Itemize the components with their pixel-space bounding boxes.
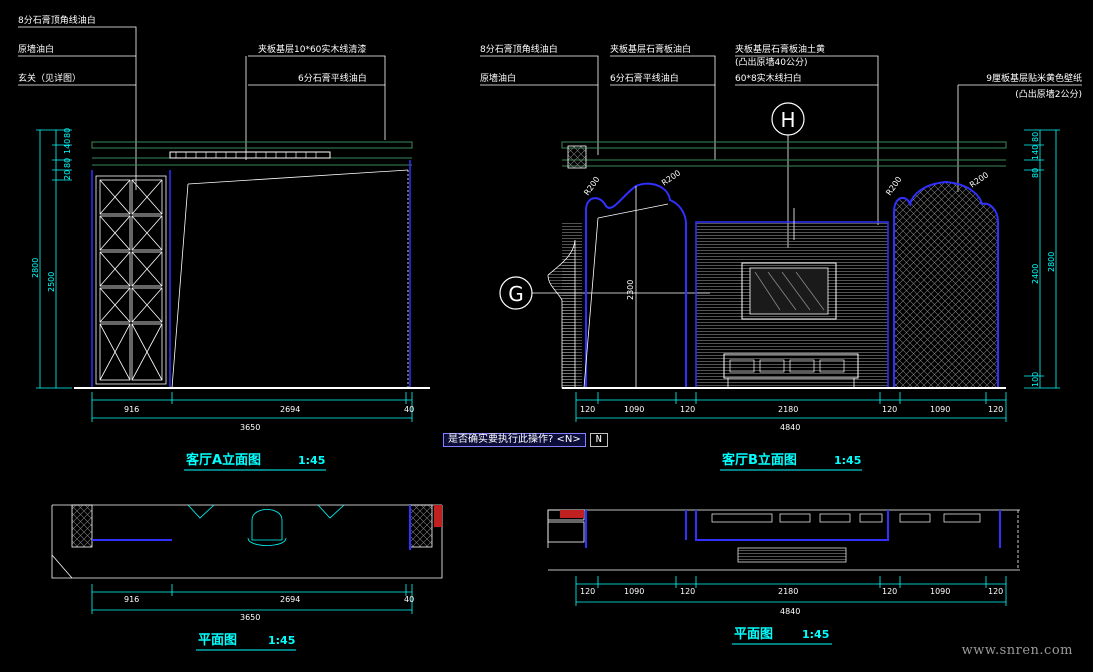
dim-plan-b-total: 4840	[780, 607, 800, 616]
dim-b-bottom-total: 4840	[780, 423, 800, 432]
prompt-question: 是否确实要执行此操作? <N>	[443, 433, 586, 447]
prompt-input[interactable]: N	[589, 433, 608, 447]
marker-g-label: G	[508, 282, 524, 306]
left-arch	[585, 182, 687, 389]
dim-plan-b-7: 120	[988, 587, 1003, 596]
dim-b-height: 2300	[626, 280, 635, 300]
title-a-scale: 1:45	[298, 454, 325, 467]
dim-b-bottom-7: 120	[988, 405, 1003, 414]
dim-b-right-3: 80	[1031, 168, 1040, 178]
dim-b-right-4: 2400	[1031, 264, 1040, 284]
dim-a-bottom-1: 916	[124, 405, 139, 414]
dim-plan-a-total: 3650	[240, 613, 260, 622]
title-b: 客厅B立面图	[722, 452, 797, 468]
dim-a-left-5: 2800	[31, 258, 40, 278]
annotation-a1: 8分石膏顶角线油白	[18, 14, 96, 26]
dim-a-left-1: 80	[63, 128, 72, 138]
watermark: www.snren.com	[961, 643, 1073, 658]
annotation-a3: 玄关（见详图）	[18, 72, 81, 84]
dim-b-right-2: 140	[1031, 145, 1040, 160]
title-plan-a: 平面图	[198, 633, 237, 648]
dim-plan-b-3: 120	[680, 587, 695, 596]
dim-a-bottom-3: 40	[404, 405, 414, 414]
annotation-a2: 原墙油白	[18, 43, 54, 55]
elevation-b: 8分石膏顶角线油白 原墙油白 夹板基层石膏板油白 6分石膏平线油白 夹板基层石膏…	[480, 43, 1082, 471]
title-plan-b-scale: 1:45	[802, 628, 829, 641]
dim-b-bottom-4: 2180	[778, 405, 798, 414]
title-plan-b: 平面图	[734, 627, 773, 642]
dim-a-left-3: 80	[63, 158, 72, 168]
dim-a-left-6: 2500	[47, 272, 56, 292]
dim-a-left-4: 20	[63, 170, 72, 180]
dim-b-bottom-3: 120	[680, 405, 695, 414]
dim-plan-b-5: 120	[882, 587, 897, 596]
annotation-a5: 6分石膏平线油白	[298, 72, 367, 84]
annotation-b8: 9厘板基层贴米黄色壁纸	[986, 72, 1082, 84]
dim-plan-b-4: 2180	[778, 587, 798, 596]
dim-plan-b-2: 1090	[624, 587, 644, 596]
dim-b-bottom-2: 1090	[624, 405, 644, 414]
annotation-b9: (凸出原墙2公分)	[1015, 88, 1082, 100]
dim-plan-b-6: 1090	[930, 587, 950, 596]
annotation-b6: (凸出原墙40公分)	[735, 56, 807, 68]
annotation-b3: 夹板基层石膏板油白	[610, 43, 691, 55]
annotation-b4: 6分石膏平线油白	[610, 72, 679, 84]
right-arch	[893, 180, 999, 389]
dim-a-left-2: 140	[63, 139, 72, 154]
plan-b: 120 1090 120 2180 120 1090 120 4840 平面图 …	[547, 509, 1020, 645]
annotation-b2: 原墙油白	[480, 72, 516, 84]
tv-unit	[723, 262, 859, 388]
dim-b-right-5: 2800	[1047, 252, 1056, 272]
dim-plan-a-3: 40	[404, 595, 414, 604]
plan-a: 916 2694 40 3650 平面图 1:45	[51, 504, 443, 651]
title-a: 客厅A立面图	[186, 452, 261, 468]
dim-b-r2: R200	[660, 168, 682, 187]
annotation-b5: 夹板基层石膏板油土黄	[735, 43, 825, 55]
title-plan-a-scale: 1:45	[268, 634, 295, 647]
dim-b-right-1: 80	[1031, 132, 1040, 142]
dim-plan-a-2: 2694	[280, 595, 300, 604]
annotation-a4: 夹板基层10*60实木线清漆	[258, 43, 366, 55]
dim-b-r1: R200	[582, 175, 601, 197]
dim-b-r4: R200	[968, 170, 990, 189]
title-b-scale: 1:45	[834, 454, 861, 467]
dim-a-bottom-2: 2694	[280, 405, 300, 414]
dim-b-bottom-5: 120	[882, 405, 897, 414]
command-prompt: 是否确实要执行此操作? <N> N	[443, 433, 608, 447]
marker-h-label: H	[780, 108, 795, 132]
annotation-b1: 8分石膏顶角线油白	[480, 43, 558, 55]
dim-b-r3: R200	[884, 175, 903, 197]
dim-plan-b-1: 120	[580, 587, 595, 596]
dim-plan-a-1: 916	[124, 595, 139, 604]
dim-a-bottom-total: 3650	[240, 423, 260, 432]
elevation-a: 8分石膏顶角线油白 原墙油白 玄关（见详图） 夹板基层10*60实木线清漆 6分…	[18, 14, 430, 471]
annotation-b7: 60*8实木线扫白	[735, 72, 802, 84]
dim-b-bottom-1: 120	[580, 405, 595, 414]
dim-b-right-6: 100	[1031, 372, 1040, 387]
dim-b-bottom-6: 1090	[930, 405, 950, 414]
